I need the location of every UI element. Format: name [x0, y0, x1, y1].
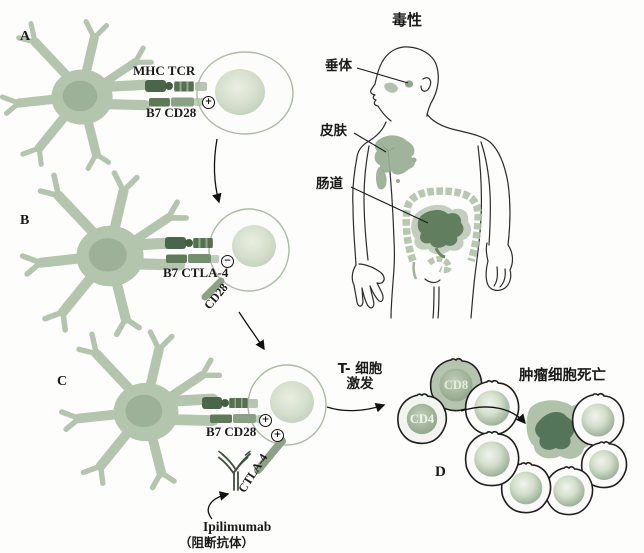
arrow-ipilimumab: [207, 491, 230, 520]
panel-b-label: B: [20, 213, 30, 228]
cd8-cell-label: CD8: [443, 378, 469, 392]
antibody-icon: [218, 450, 251, 491]
cd4-cell-label: CD4: [409, 412, 435, 426]
tumor-cluster: [397, 357, 628, 516]
panel-a-label: A: [20, 29, 31, 44]
skin-patch: [374, 135, 415, 175]
tcell-activation-label: T- 细胞 激发: [328, 362, 392, 392]
pituitary-label: 垂体: [325, 58, 352, 74]
blocking-antibody-note: （阻断抗体）: [179, 535, 255, 550]
receptors-a: [145, 80, 207, 107]
toxicity-organs: [374, 80, 482, 280]
arrow-a-to-b: [212, 138, 222, 204]
receptors-b: [165, 237, 225, 301]
skin-label: 皮肤: [320, 123, 347, 139]
b7-cd28-label-a: B7 CD28: [146, 105, 197, 120]
b7-ctla4-label: B7 CTLA-4: [163, 265, 229, 280]
tumor-death-title: 肿瘤细胞死亡: [519, 368, 606, 384]
arrow-b-to-c: [238, 311, 265, 351]
arrow-kill: [460, 406, 526, 425]
cd28-receptor-stub: [201, 277, 225, 301]
cd8-t-cell: [429, 357, 483, 412]
ctla4-receptor-stub: [254, 437, 286, 474]
dead-tumor-cell: [535, 411, 575, 450]
plus-circle-icon: +: [271, 429, 284, 442]
mhc-tcr-label: MHC TCR: [133, 63, 196, 78]
t-cell-a: [196, 51, 294, 135]
dendritic-cell-c: [62, 332, 220, 488]
cd4-t-cell: [397, 393, 448, 445]
ipilimumab-label: Ipilimumab: [203, 519, 272, 534]
minus-circle-icon: −: [221, 255, 234, 268]
panel-d-label: D: [435, 464, 446, 480]
toxicity-title: 毒性: [392, 11, 423, 29]
dendritic-cell-b: [23, 173, 187, 334]
tcell-activation-line1: T- 细胞: [337, 361, 383, 377]
plus-circle-icon: +: [202, 96, 215, 109]
pituitary-spot: [404, 80, 414, 88]
b7-cd28-label-c: B7 CD28: [206, 424, 257, 439]
tumor-cell: [544, 466, 594, 516]
tumor-cell: [464, 430, 520, 487]
tcell-activation-line2: 激发: [346, 375, 374, 392]
intestine-label: 肠道: [316, 176, 343, 192]
leader-lines: [350, 67, 429, 224]
t-cell-c: [247, 364, 327, 446]
tumor-cell: [580, 441, 628, 489]
tumor-cell: [571, 392, 625, 447]
t-cell-b: [208, 208, 290, 292]
tumor-cell: [464, 379, 520, 436]
receptors-c: [202, 397, 286, 474]
plus-circle-icon: +: [259, 414, 272, 427]
panel-c-label: C: [57, 374, 68, 389]
intestine-mass: [417, 209, 464, 248]
tumor-cell: [500, 461, 552, 514]
arrow-c-to-d: [326, 402, 386, 413]
human-body-figure: [351, 46, 514, 319]
ear-outline: [420, 77, 432, 92]
